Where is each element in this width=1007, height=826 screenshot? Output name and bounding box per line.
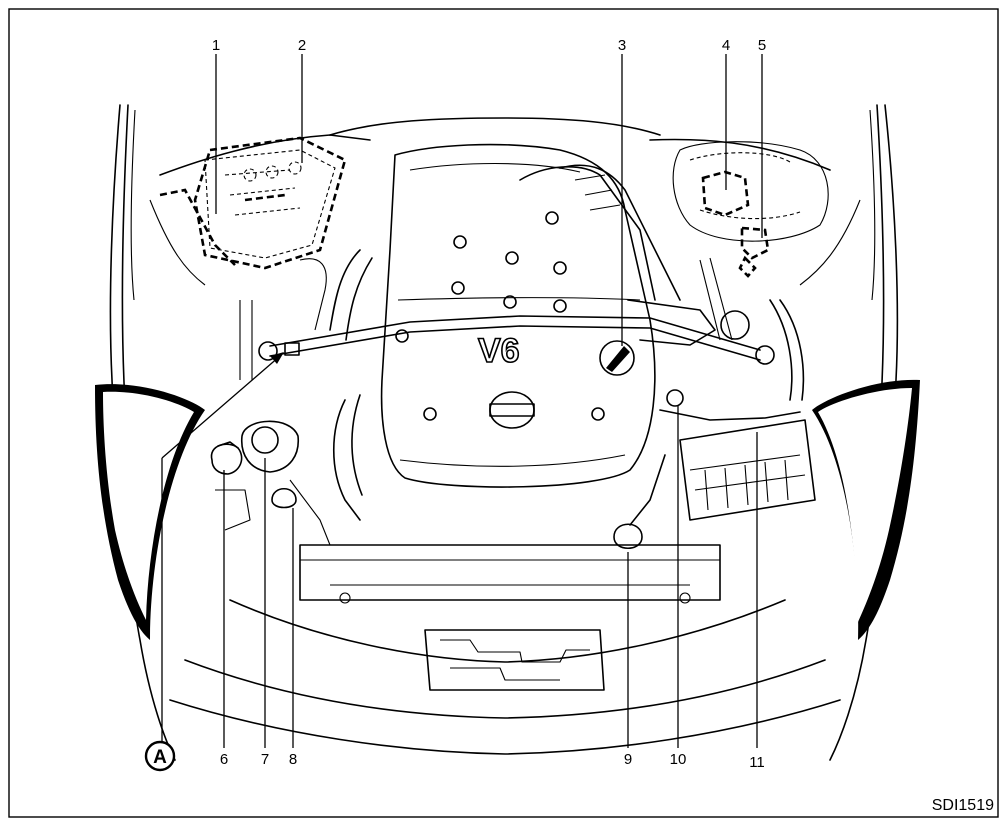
- callout-5: 5: [758, 37, 766, 54]
- callout-a-letter: A: [153, 747, 167, 768]
- engine-badge-v6: V6: [478, 332, 520, 370]
- figure-code: SDI1519: [932, 797, 994, 814]
- callout-leaders: [161, 54, 763, 748]
- callout-4: 4: [722, 37, 730, 54]
- engine: V6: [239, 143, 805, 521]
- callout-8: 8: [289, 751, 297, 768]
- callout-6: 6: [220, 751, 228, 768]
- callout-1: 1: [212, 37, 220, 54]
- cover-bolts: [395, 211, 605, 421]
- callout-11: 11: [749, 754, 765, 771]
- callout-10: 10: [670, 751, 687, 768]
- callout-7: 7: [261, 751, 269, 768]
- oil-filler-cap: [599, 340, 635, 376]
- nissan-emblem: [489, 391, 535, 429]
- callout-labels: 1 2 3 4 5 6 7 8 9 10 11 A: [144, 37, 766, 772]
- callout-a-marker: A: [144, 740, 176, 772]
- vehicle-body: [95, 104, 920, 761]
- right-front-components: [613, 389, 816, 550]
- left-front-reservoirs: [210, 420, 331, 546]
- brake-reservoir-area: [672, 141, 829, 278]
- callout-2: 2: [298, 37, 306, 54]
- fuse-relay-box: [159, 136, 347, 270]
- callout-3: 3: [618, 37, 626, 54]
- callout-9: 9: [624, 751, 632, 768]
